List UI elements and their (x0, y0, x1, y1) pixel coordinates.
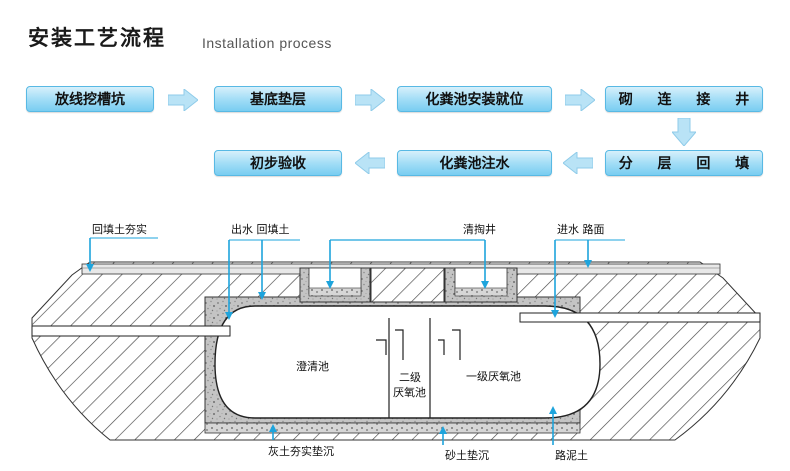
label-sand-soil-base: 砂土垫沉 (445, 448, 489, 462)
step-base-cushion: 基底垫层 (214, 86, 342, 112)
label-outlet-backfill: 出水 回填土 (231, 222, 290, 236)
label-road-mud: 路泥土 (555, 449, 588, 462)
outlet-pipe (31, 325, 231, 337)
arrow-left-icon (563, 152, 593, 174)
step-preliminary-acceptance: 初步验收 (214, 150, 342, 176)
arrow-right-icon (168, 89, 198, 111)
step-water-filling: 化粪池注水 (397, 150, 552, 176)
base-bedding (204, 422, 581, 434)
label-cleanout-well: 清掏井 (463, 222, 496, 236)
label-secondary-anaerobic-2: 厌氧池 (393, 385, 426, 399)
inlet-pipe (519, 312, 761, 323)
label-backfill-compact: 回填土夯实 (92, 222, 147, 236)
label-inlet-road: 进水 路面 (557, 223, 605, 236)
label-primary-anaerobic: 一级厌氧池 (466, 369, 521, 383)
page-subtitle: Installation process (202, 35, 332, 51)
arrow-left-icon (355, 152, 385, 174)
arrow-down-icon (672, 118, 696, 146)
label-secondary-anaerobic-1: 二级 (399, 371, 421, 384)
septic-tank (214, 305, 601, 419)
arrow-right-icon (565, 89, 595, 111)
step-layered-backfill: 分 层 回 填 (605, 150, 763, 176)
step-tank-install: 化粪池安装就位 (397, 86, 552, 112)
arrow-right-icon (355, 89, 385, 111)
step-excavation: 放线挖槽坑 (26, 86, 154, 112)
page-title: 安装工艺流程 (28, 26, 166, 50)
label-lime-soil-base: 灰土夯实垫沉 (268, 444, 334, 458)
step-build-well: 砌 连 接 井 (605, 86, 763, 112)
label-clarifier: 澄清池 (296, 359, 329, 373)
